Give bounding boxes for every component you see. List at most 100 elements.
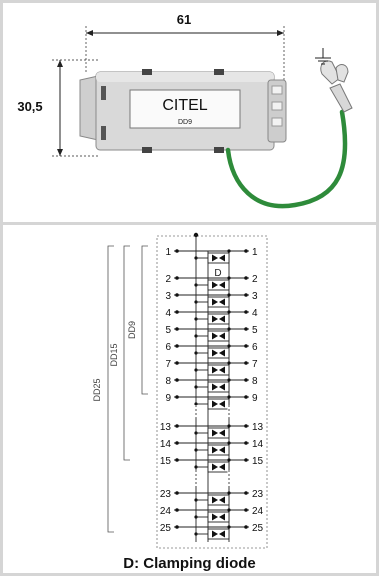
pin-right-node — [244, 293, 248, 297]
pin-left-node — [175, 395, 179, 399]
pin-right-node — [244, 458, 248, 462]
pin-left-label: 3 — [165, 291, 171, 302]
pin-left-label: 25 — [160, 523, 172, 534]
pin-left-node — [175, 327, 179, 331]
diode-triangle — [219, 400, 225, 408]
diode-triangle — [219, 383, 225, 391]
left-connector — [79, 75, 99, 141]
branch-node — [227, 441, 231, 445]
pin-right-label: 6 — [252, 342, 258, 353]
brand-label: CITEL — [162, 97, 207, 114]
pin-left-node — [175, 458, 179, 462]
pin-right-label: 24 — [252, 506, 264, 517]
pin-right-label: 23 — [252, 489, 264, 500]
pin-right-label: 4 — [252, 308, 258, 319]
pin-left-label: 8 — [165, 376, 171, 387]
pin-left-node — [175, 525, 179, 529]
branch-node — [227, 395, 231, 399]
diode-triangle — [219, 513, 225, 521]
branch-node — [227, 344, 231, 348]
diode-triangle — [212, 530, 218, 538]
branch-node — [227, 327, 231, 331]
diode-triangle — [212, 429, 218, 437]
dd9-label: DD9 — [127, 321, 137, 339]
dd25-label: DD25 — [92, 378, 102, 401]
ground-lug — [320, 60, 353, 113]
enclosure-outline — [156, 235, 268, 549]
diode-triangle — [219, 463, 225, 471]
clamping-diode — [207, 330, 230, 342]
clamping-diode — [207, 511, 230, 523]
clamping-diode — [207, 528, 230, 540]
branch-node — [227, 361, 231, 365]
clamping-diode — [207, 364, 230, 376]
pin-right-label: 25 — [252, 523, 264, 534]
pin-right-node — [244, 310, 248, 314]
diode-triangle — [212, 496, 218, 504]
dd9-bracket — [141, 245, 148, 395]
branch-node — [227, 310, 231, 314]
diode-triangle — [212, 366, 218, 374]
clamping-diode — [207, 494, 230, 506]
clamping-diode — [207, 381, 230, 393]
pin-left-label: 1 — [165, 247, 171, 258]
clamping-diode — [207, 252, 230, 264]
clamping-diode — [207, 398, 230, 410]
pin-left-node — [175, 361, 179, 365]
diode-triangle — [212, 298, 218, 306]
diode-triangle — [219, 446, 225, 454]
diode-triangle — [212, 349, 218, 357]
pin-right-node — [244, 249, 248, 253]
branch-node — [227, 276, 231, 280]
pin-right-label: 13 — [252, 422, 264, 433]
dd15-label: DD15 — [109, 343, 119, 366]
pin-left-node — [175, 424, 179, 428]
pin-left-label: 14 — [160, 439, 172, 450]
pin-left-label: 23 — [160, 489, 172, 500]
pin-right-node — [244, 424, 248, 428]
pin-right-node — [244, 327, 248, 331]
branch-node — [227, 249, 231, 253]
diode-triangle — [219, 315, 225, 323]
clamping-diode — [207, 313, 230, 325]
pin-left-node — [175, 249, 179, 253]
pin-left-label: 15 — [160, 456, 172, 467]
diode-triangle — [212, 400, 218, 408]
diode-triangle — [212, 446, 218, 454]
pin-right-label: 1 — [252, 247, 258, 258]
height-dimension-label: 30,5 — [17, 99, 42, 114]
diode-triangle — [212, 513, 218, 521]
pin-left-label: 24 — [160, 506, 172, 517]
pin-left-node — [175, 276, 179, 280]
branch-node — [227, 378, 231, 382]
pin-left-label: 5 — [165, 325, 171, 336]
dd15-bracket — [123, 245, 130, 461]
diode-label: D — [214, 268, 221, 279]
pin-right-node — [244, 508, 248, 512]
figure-caption: D: Clamping diode — [123, 555, 256, 572]
pin-right-node — [244, 276, 248, 280]
dd25-bracket — [107, 245, 114, 533]
clamping-diode — [207, 427, 230, 439]
clamping-diode — [207, 444, 230, 456]
pin-left-label: 2 — [165, 274, 171, 285]
pin-right-label: 2 — [252, 274, 258, 285]
pin-right-label: 15 — [252, 456, 264, 467]
diode-triangle — [212, 463, 218, 471]
pin-right-label: 14 — [252, 439, 264, 450]
product-drawing: 61 30,5 CITEL DD9 — [17, 12, 353, 209]
pin-right-node — [244, 361, 248, 365]
diode-triangle — [212, 281, 218, 289]
diode-triangle — [212, 383, 218, 391]
diode-triangle — [219, 332, 225, 340]
pin-right-label: 8 — [252, 376, 258, 387]
pin-left-node — [175, 293, 179, 297]
section-divider — [0, 222, 379, 225]
branch-node — [227, 293, 231, 297]
ground-symbol-icon — [315, 48, 331, 65]
pin-left-label: 13 — [160, 422, 172, 433]
pin-left-node — [175, 378, 179, 382]
pin-left-label: 7 — [165, 359, 171, 370]
pin-right-label: 9 — [252, 393, 258, 404]
diode-triangle — [219, 429, 225, 437]
